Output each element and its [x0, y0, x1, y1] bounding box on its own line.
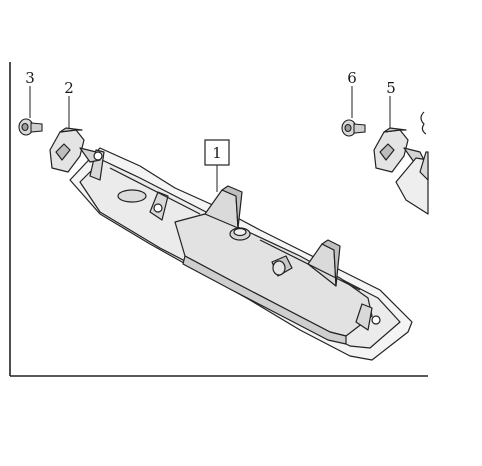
callout-label-3: 3	[25, 69, 35, 87]
clip-right-top	[383, 127, 407, 133]
callout-label-6: 6	[347, 69, 357, 87]
second-housing-wire	[420, 111, 427, 135]
callout-label-2: 2	[64, 79, 74, 97]
housing-body-shadow	[182, 255, 347, 345]
right-fin-side	[321, 239, 341, 287]
clip-part-left	[49, 127, 103, 173]
callout-label-5: 5	[386, 79, 396, 97]
second-housing-post	[419, 151, 429, 181]
left-post-hole	[153, 203, 163, 213]
screw-part-right	[341, 119, 366, 137]
diagram-frame	[9, 62, 428, 377]
screw-right-shank	[353, 123, 366, 134]
screw-left-shank	[30, 122, 43, 133]
screw-part-left	[18, 118, 43, 136]
left-fin-side	[221, 185, 243, 229]
screw-right-socket	[344, 123, 352, 133]
round-boss-top	[233, 227, 247, 237]
callout-label-1: 1	[212, 144, 222, 162]
right-post-hole	[371, 315, 381, 325]
clip-left-top	[59, 127, 83, 133]
housing-part	[69, 147, 413, 361]
screw-left-socket	[21, 122, 29, 132]
right-post-a	[355, 303, 373, 331]
oval-recess	[117, 189, 147, 203]
second-housing-partial	[395, 111, 429, 215]
leader-lines	[29, 86, 391, 192]
rib-line-b	[259, 239, 361, 291]
clip-right-slot	[379, 143, 395, 161]
rib-line-a	[109, 167, 201, 215]
callout-box-1	[204, 139, 230, 166]
socket-end	[272, 260, 286, 276]
clip-left-hole	[93, 151, 103, 161]
clip-part-right	[373, 127, 425, 173]
clip-left-slot	[55, 143, 71, 161]
